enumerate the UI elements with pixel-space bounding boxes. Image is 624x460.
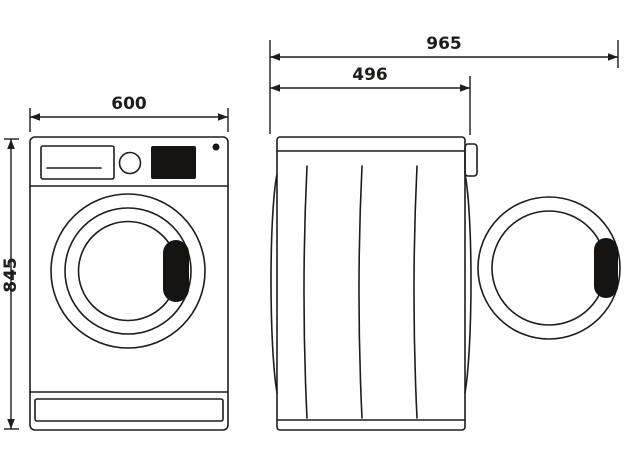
depth-dimension-label: 496 <box>352 65 388 85</box>
open-door-outer-ring <box>477 196 621 340</box>
power-led <box>212 143 220 151</box>
detergent-drawer <box>40 145 115 180</box>
drum-line <box>303 165 308 419</box>
open-door-handle <box>594 238 618 298</box>
width-dimension: 600 <box>29 94 229 132</box>
width-dimension-label: 600 <box>111 94 147 114</box>
front-view: 600 845 <box>1 94 229 431</box>
front-bulge <box>464 173 472 394</box>
side-view: 965 496 <box>269 34 621 431</box>
depth-open-dimension: 965 <box>269 34 619 134</box>
rear-bulge <box>270 173 278 394</box>
door-glass <box>77 220 179 322</box>
open-door <box>477 196 621 340</box>
depth-open-dimension-label: 965 <box>426 34 462 54</box>
door-outer-ring <box>50 193 206 349</box>
depth-dimension: 496 <box>270 65 471 135</box>
drum-line <box>358 165 363 419</box>
side-outline <box>276 136 466 431</box>
door-handle <box>163 240 189 302</box>
door-inner-ring <box>64 207 192 335</box>
kick-plate <box>34 398 224 422</box>
door-hinge-tab <box>464 143 478 177</box>
arrowhead-up-icon <box>7 139 15 149</box>
height-dimension-label: 845 <box>1 257 21 293</box>
arrowhead-right-icon <box>218 113 228 121</box>
arrowhead-down-icon <box>7 419 15 429</box>
machine-outline <box>29 136 229 431</box>
drum-line <box>413 165 418 419</box>
arrowhead-left-icon <box>270 84 280 92</box>
open-door-glass <box>491 210 607 326</box>
arrowhead-right-icon <box>460 84 470 92</box>
arrowhead-left-icon <box>270 53 280 61</box>
arrowhead-right-icon <box>608 53 618 61</box>
display-panel <box>151 146 196 179</box>
control-knob <box>118 151 142 175</box>
height-dimension: 845 <box>1 138 21 430</box>
arrowhead-left-icon <box>30 113 40 121</box>
